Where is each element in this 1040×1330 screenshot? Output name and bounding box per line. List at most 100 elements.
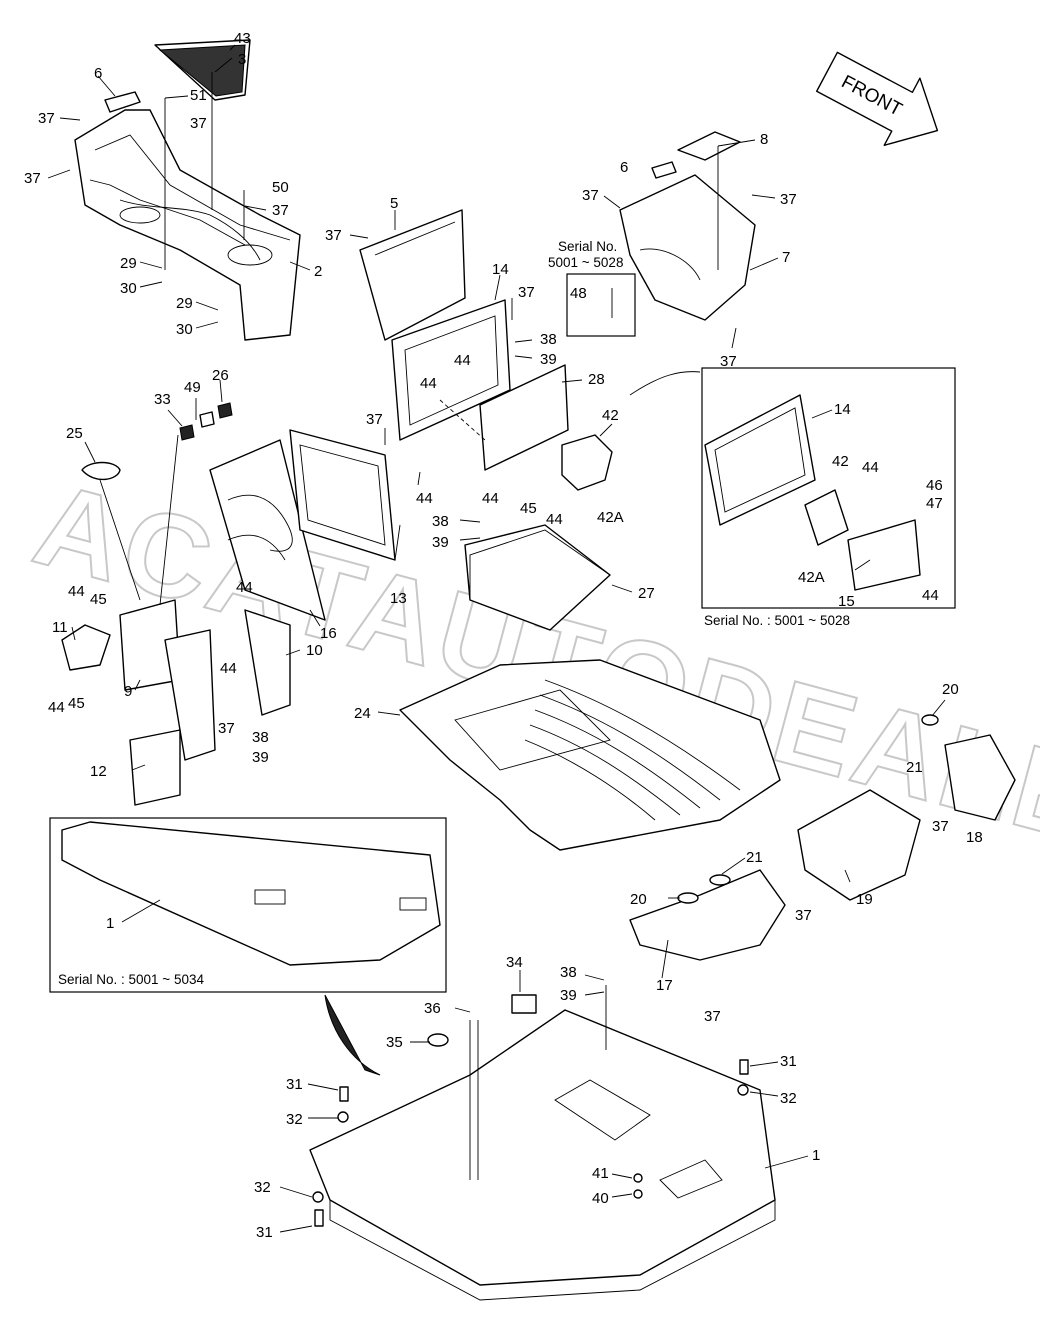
callout-15: 15 [838, 593, 855, 610]
callout-7: 7 [782, 249, 790, 266]
callout-48: 48 [570, 285, 587, 302]
callout-47: 47 [926, 495, 943, 512]
callout-18: 18 [966, 829, 983, 846]
callout-42-inset: 42 [832, 453, 849, 470]
right-console-assembly [619, 131, 756, 321]
callout-44: 44 [236, 579, 253, 596]
callout-labels: 43 3 6 51 37 37 37 50 37 29 30 2 29 30 5… [24, 30, 983, 1241]
frame-14-assembly [391, 299, 569, 471]
callout-45: 45 [68, 695, 85, 712]
part-7-console [619, 174, 756, 321]
callout-38: 38 [560, 964, 577, 981]
left-bracket-assembly [61, 402, 291, 806]
callout-3: 3 [238, 51, 246, 68]
part-3-grille [158, 44, 246, 97]
part-6-cap [104, 91, 141, 113]
callout-29: 29 [176, 295, 193, 312]
callout-6: 6 [620, 159, 628, 176]
part-12-plate [129, 729, 181, 806]
callout-44: 44 [416, 490, 433, 507]
callout-40: 40 [592, 1190, 609, 1207]
callout-20: 20 [630, 891, 647, 908]
callout-25: 25 [66, 425, 83, 442]
callout-51: 51 [190, 87, 207, 104]
callout-37: 37 [24, 170, 41, 187]
callout-44: 44 [68, 583, 85, 600]
inset-part-15 [847, 519, 921, 591]
callout-37: 37 [218, 720, 235, 737]
part-35-grommet [427, 1033, 449, 1047]
callout-32: 32 [780, 1090, 797, 1107]
part-32-washer-c [312, 1191, 324, 1203]
leader-lines [47, 44, 946, 1233]
inset-top-frame [566, 273, 636, 337]
frame-13-assembly [209, 429, 396, 621]
callout-31: 31 [286, 1076, 303, 1093]
callout-44-inset: 44 [922, 587, 939, 604]
callout-26: 26 [212, 367, 229, 384]
callout-9: 9 [124, 683, 132, 700]
callout-49: 49 [184, 379, 201, 396]
callout-13: 13 [390, 590, 407, 607]
inset-part-14 [704, 394, 816, 526]
duct-assembly [629, 714, 1016, 961]
part-31-bolt-a [339, 1086, 349, 1102]
callout-50: 50 [272, 179, 289, 196]
part-32-washer-a [337, 1111, 349, 1123]
callout-37: 37 [518, 284, 535, 301]
callout-37: 37 [366, 411, 383, 428]
serial-captions: Serial No. 5001 ~ 5028 Serial No. : 5001… [58, 239, 850, 987]
inset-left-frame [49, 817, 447, 993]
callout-8: 8 [760, 131, 768, 148]
part-1-floor [309, 1009, 776, 1286]
callout-12: 12 [90, 763, 107, 780]
callout-20: 20 [942, 681, 959, 698]
part-16-duct [209, 439, 326, 621]
callout-31: 31 [780, 1053, 797, 1070]
callout-37: 37 [190, 115, 207, 132]
callout-37: 37 [932, 818, 949, 835]
callout-14-inset: 14 [834, 401, 851, 418]
callout-17: 17 [656, 977, 673, 994]
part-27-box [464, 524, 611, 631]
callout-24: 24 [354, 705, 371, 722]
callout-39: 39 [560, 987, 577, 1004]
callout-43: 43 [234, 30, 251, 47]
callout-37: 37 [704, 1008, 721, 1025]
part-9b-bracket [164, 629, 216, 761]
part-20-grille [677, 892, 699, 904]
callout-6: 6 [94, 65, 102, 82]
part-34-pad [511, 994, 537, 1014]
callout-44: 44 [482, 490, 499, 507]
callout-35: 35 [386, 1034, 403, 1051]
curved-arrow-lower [324, 994, 381, 1076]
callout-1: 1 [812, 1147, 820, 1164]
callout-37: 37 [325, 227, 342, 244]
part-18-duct [944, 734, 1016, 821]
callout-36: 36 [424, 1000, 441, 1017]
callout-39: 39 [252, 749, 269, 766]
part-10-cover [244, 609, 291, 716]
callout-10: 10 [306, 642, 323, 659]
callout-46: 46 [926, 477, 943, 494]
part-41-bolt [633, 1173, 643, 1183]
callout-1-inset: 1 [106, 915, 114, 932]
callout-27: 27 [638, 585, 655, 602]
callout-42A: 42A [597, 509, 624, 526]
floor-mat-24 [399, 659, 781, 851]
inset-right-frame [701, 367, 956, 609]
caption-serial-right: Serial No. : 5001 ~ 5028 [704, 613, 850, 628]
callout-38: 38 [540, 331, 557, 348]
callout-30: 30 [176, 321, 193, 338]
part-19-duct [797, 789, 921, 901]
callout-41: 41 [592, 1165, 609, 1182]
part-24-mat [399, 659, 781, 851]
part-14-frame [391, 299, 511, 441]
callout-2: 2 [314, 263, 322, 280]
caption-serial-top-range: 5001 ~ 5028 [548, 255, 623, 270]
callout-44: 44 [220, 660, 237, 677]
front-direction-arrow: FRONT [815, 51, 939, 146]
callout-32: 32 [254, 1179, 271, 1196]
callout-39: 39 [432, 534, 449, 551]
